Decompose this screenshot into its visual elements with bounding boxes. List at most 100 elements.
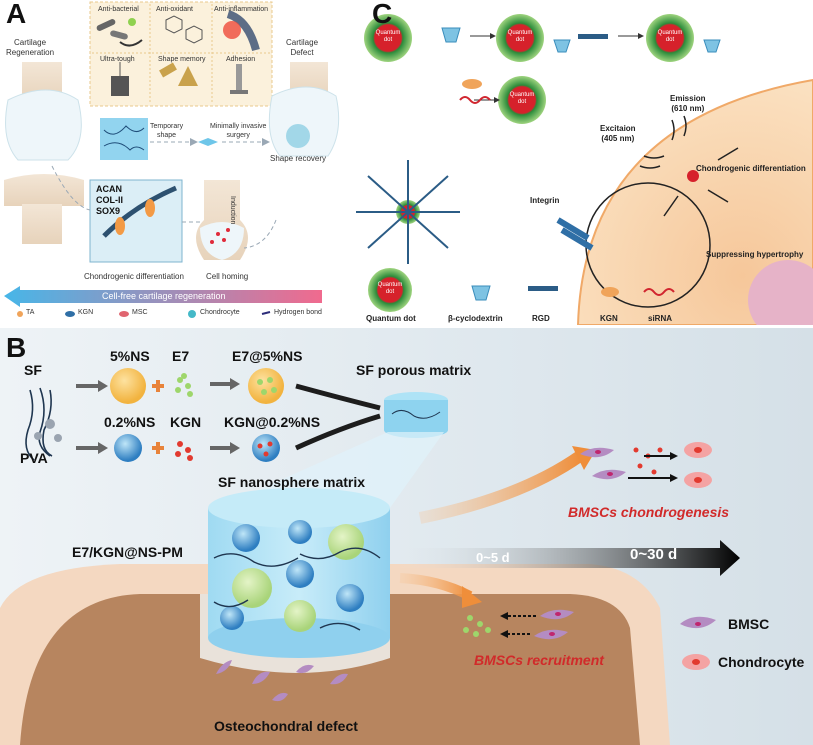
label-shape-recovery: Shape recovery (270, 154, 327, 163)
hydrogel-block (100, 118, 148, 160)
qd-label-1: Quantum dot (375, 30, 401, 43)
arrow-hypertrophy (707, 189, 729, 203)
legend-sirna: siRNA (648, 314, 673, 323)
excitation-waves (639, 155, 665, 169)
migrating-bmsc-cells (216, 660, 348, 702)
label-pva: PVA (20, 450, 48, 466)
label-anti-inflammation: Anti-inflammation (214, 6, 269, 13)
label-cartilage-regeneration: Cartilage Regeneration (6, 38, 55, 57)
legend-msc-marker (119, 311, 129, 317)
label-nanosphere-matrix: SF nanosphere matrix (218, 474, 366, 490)
legend-hbond-marker (261, 311, 271, 315)
e7-ns5-sphere (248, 368, 284, 404)
panel-c-illustration (356, 14, 813, 325)
chondrocytes-top (684, 442, 712, 488)
weight-icon (111, 62, 129, 96)
label-chondrogenic-differentiation: Chondrogenic differentiation (84, 272, 184, 281)
arrow-to-porous-1 (295, 383, 381, 411)
matrix-fibres (213, 547, 381, 631)
legend-kgn: KGN (78, 309, 94, 316)
label-e7-5ns: E7@5%NS (232, 348, 303, 364)
sf-fibres (25, 387, 53, 461)
inflammation-icon (223, 10, 260, 52)
label-scaffold: E7/KGN@NS-PM (72, 544, 183, 560)
label-anti-bacterial: Anti-bacterial (98, 6, 139, 13)
cyclodextrin-icon-1 (441, 27, 461, 43)
panel-a-illustration (4, 1, 340, 318)
panel-c-letter: C (372, 0, 393, 29)
legend-chondrocyte-marker (188, 310, 196, 318)
legend-cd-marker (471, 285, 491, 301)
arrow-chondrogenesis (418, 451, 584, 524)
cell-nucleus (748, 260, 813, 325)
arrow-endosome (663, 195, 679, 217)
label-5ns: 5%NS (110, 348, 150, 364)
label-adhesion: Adhesion (226, 56, 256, 63)
flow-arrow-3 (51, 165, 91, 211)
panel-b-letter: B (6, 332, 27, 363)
label-chondrogenic-differentiation-c: Chondrogenic differentiation (696, 164, 806, 173)
arrow-to-porous-2 (294, 413, 381, 451)
qd-step1 (364, 14, 412, 62)
adhesion-icon (230, 64, 248, 94)
legend-quantum-dot: Quantum dot (366, 314, 416, 323)
qd-step4 (498, 76, 546, 124)
ns02-sphere (114, 434, 142, 462)
knee-defect (268, 62, 340, 157)
panel-a: A Anti-bacterial Anti-oxidant Anti-infla… (0, 0, 340, 320)
rgd-icon-1 (578, 34, 608, 39)
label-minimally-invasive: Minimally invasive surgery (210, 123, 267, 139)
label-kgn: KGN (170, 414, 202, 430)
kgn-icon-1 (462, 79, 482, 89)
pva-bead-2 (34, 432, 42, 440)
bmsc-cells-bottom (534, 609, 574, 640)
temporary-shape-icon (198, 138, 218, 146)
legend-hydrogen-bond: Hydrogen bond (274, 309, 322, 316)
label-time2: 0~30 d (630, 546, 678, 563)
label-anti-oxidant: Anti-oxidant (156, 6, 193, 13)
pva-bead-3 (54, 434, 62, 442)
legend-cyclodextrin: β-cyclodextrin (448, 314, 503, 323)
label-emission: Emission (610 nm) (670, 94, 706, 113)
label-sf: SF (24, 362, 42, 378)
qd-label-2: Quantum dot (507, 30, 533, 43)
arrow-e7-combine (210, 378, 240, 390)
emission-waves (671, 115, 687, 141)
conjugate-spikes (356, 160, 460, 264)
sirna-icon-1 (459, 96, 491, 104)
legend-rgd: RGD (532, 314, 550, 323)
shape-memory-icon (159, 62, 198, 86)
label-cartilage-defect: Cartilage Defect (286, 38, 319, 57)
plus-sign-1 (152, 380, 164, 392)
e7-release-dots (463, 615, 491, 637)
ns5-sphere (110, 368, 146, 404)
panel-a-letter: A (6, 0, 27, 29)
label-induction: Induction (229, 196, 236, 225)
label-chondrogenesis: BMSCs chondrogenesis (568, 504, 730, 520)
marker-sox9: SOX9 (96, 206, 121, 216)
legend-ta: TA (26, 309, 35, 316)
cyclodextrin-icon-3 (703, 39, 721, 53)
kgn-release-dots (633, 447, 663, 475)
label-cell-free-regeneration: Cell-free cartilage regeneration (102, 291, 226, 301)
legend-chondrocyte-b: Chondrocyte (718, 654, 805, 670)
bmsc-cells-top (580, 447, 626, 480)
arrow-pva-02ns (76, 442, 108, 454)
marker-list: ACAN COL-II SOX9 (96, 184, 123, 217)
marker-acan: ACAN (96, 184, 122, 194)
label-02ns: 0.2%NS (104, 414, 156, 430)
kgn-ns02-sphere (252, 434, 280, 462)
arrow-sf-5ns (76, 380, 108, 392)
panel-b: B SF PVA 5%NS E7 E7@5%NS 0.2%NS KGN KGN@… (0, 328, 813, 745)
cell-membrane (576, 78, 813, 325)
label-defect: Osteochondral defect (214, 718, 358, 734)
label-kgn-02ns: KGN@0.2%NS (224, 414, 321, 430)
label-porous-matrix: SF porous matrix (356, 362, 472, 378)
qd-label-3: Quantum dot (657, 30, 683, 43)
legend-chondrocyte: Chondrocyte (200, 309, 240, 316)
label-time1: 0~5 d (476, 550, 510, 565)
knee-homing (196, 180, 248, 260)
matrix-spheres (220, 520, 364, 632)
label-cell-homing: Cell homing (206, 272, 249, 281)
legend-bmsc: BMSC (728, 616, 770, 632)
